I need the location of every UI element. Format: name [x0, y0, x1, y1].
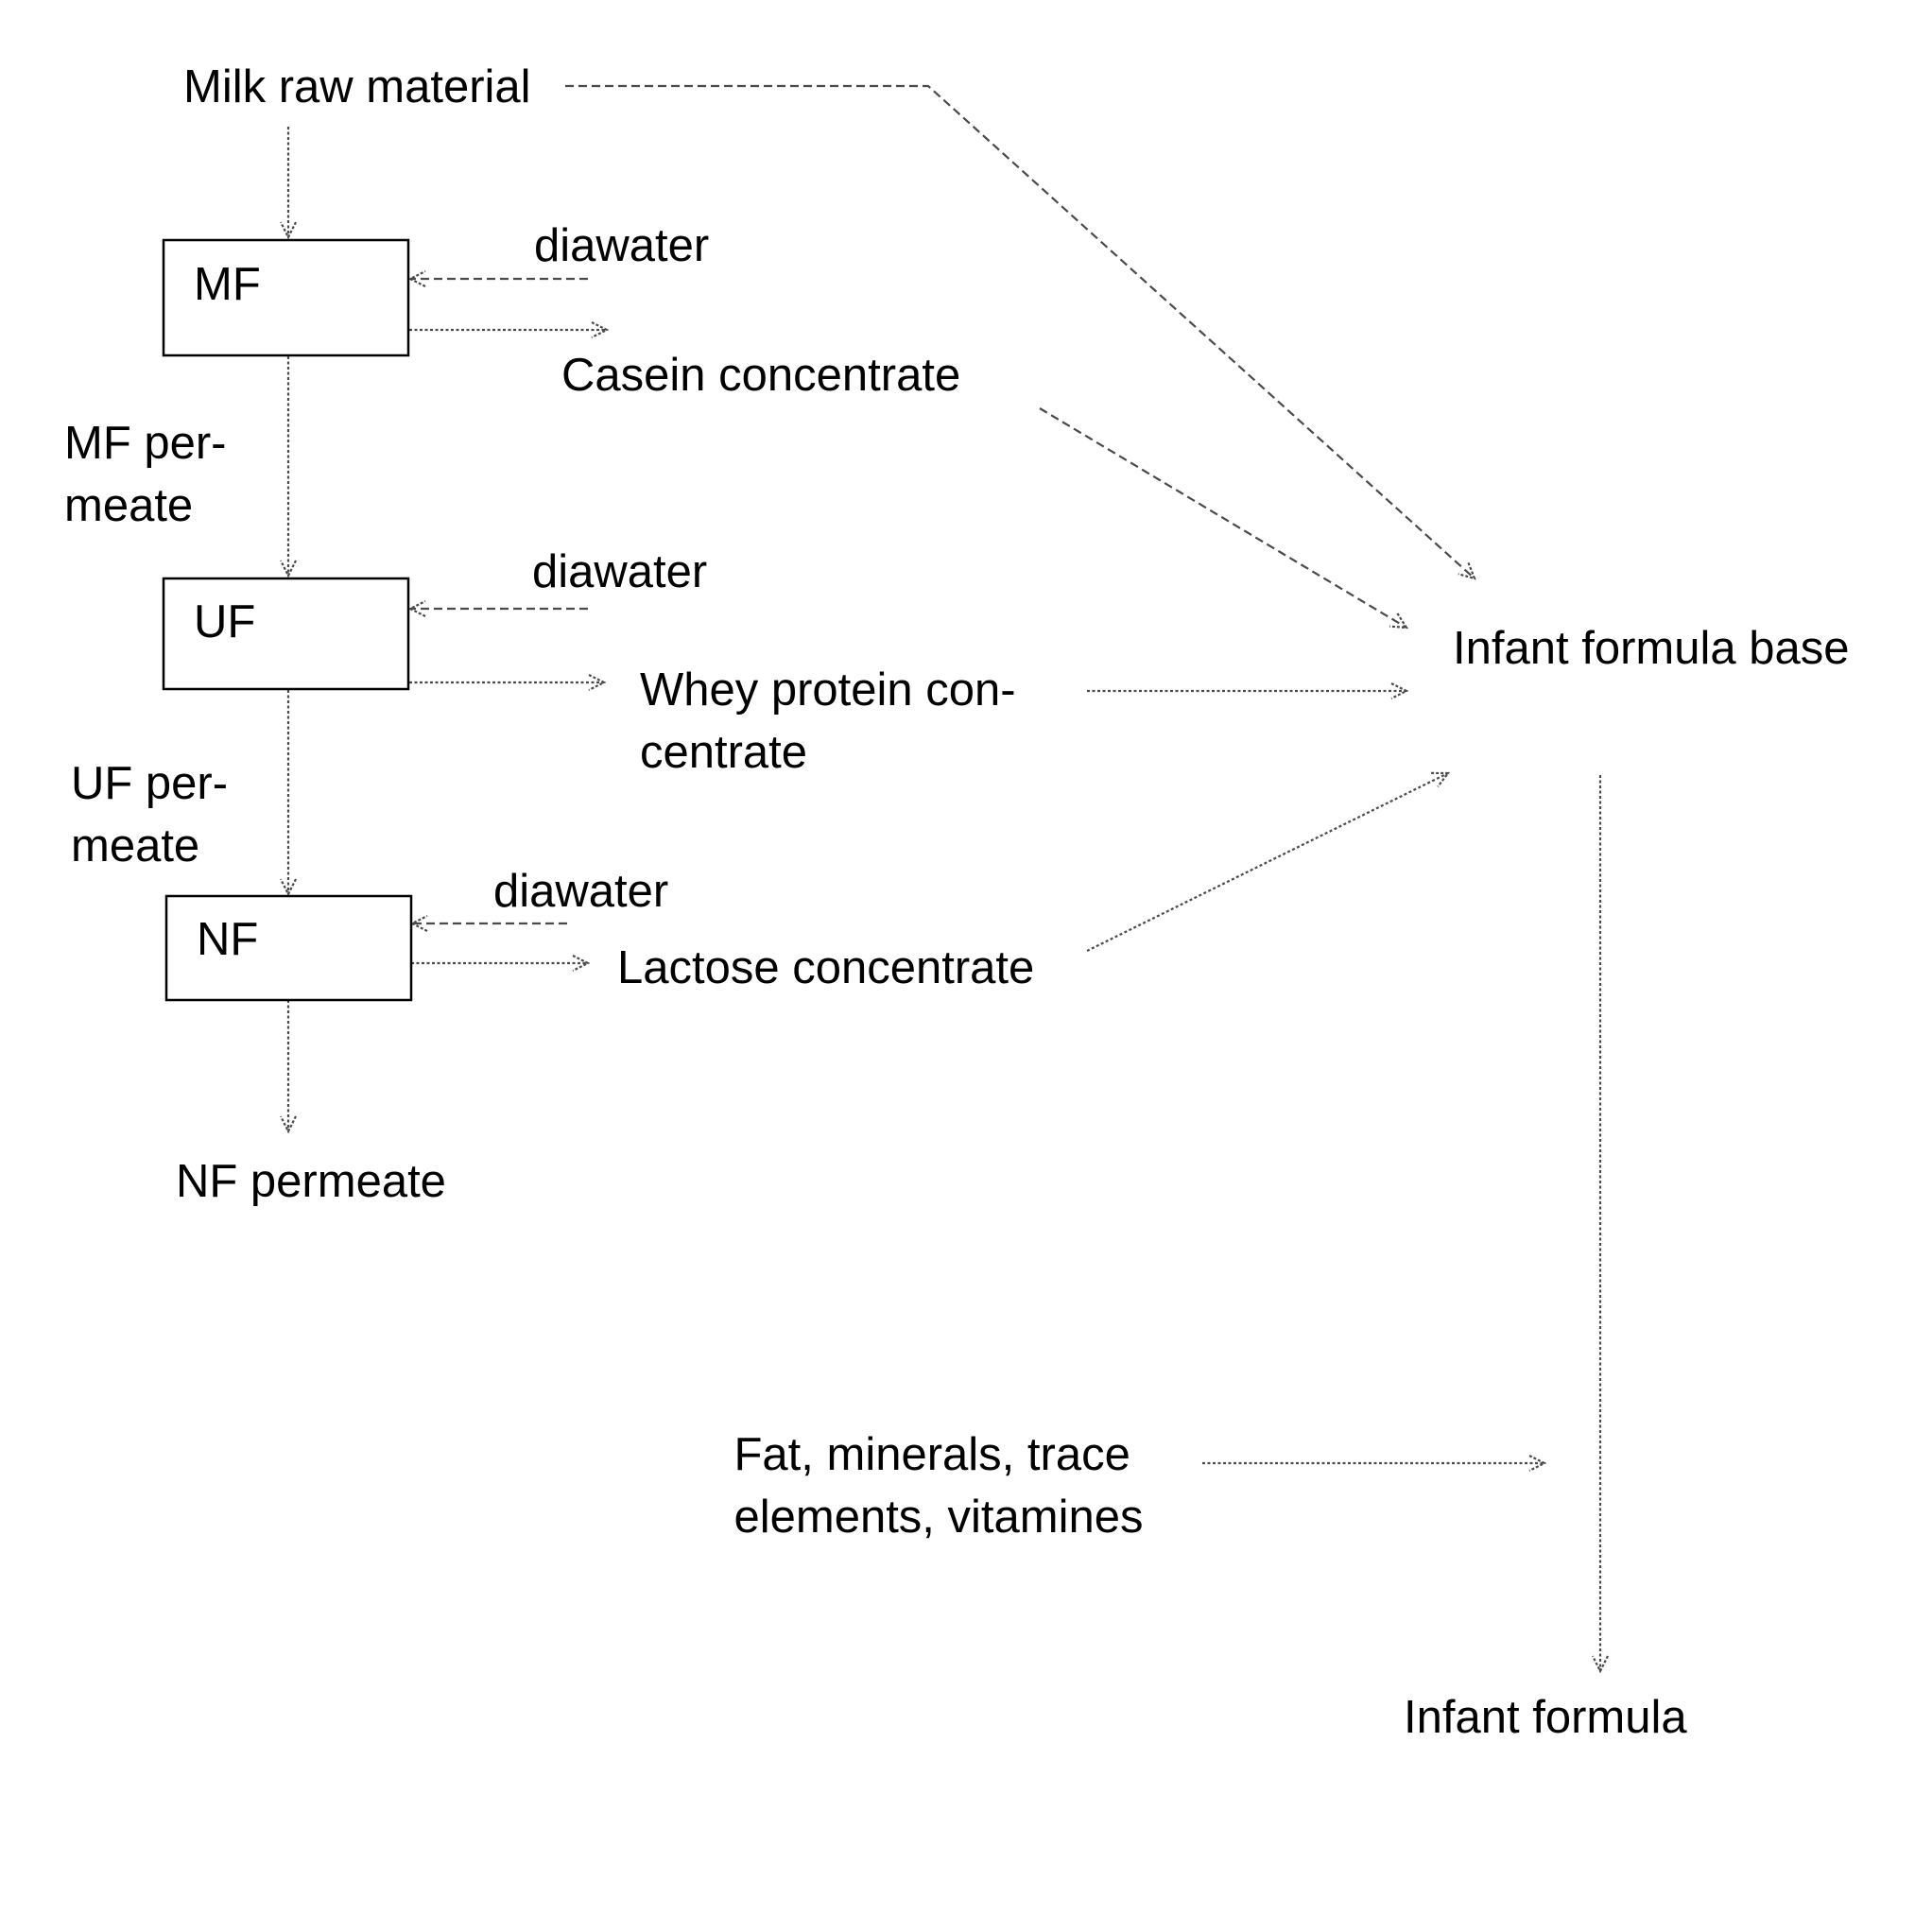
diawater-uf-label: diawater: [532, 546, 707, 597]
edge-lactose-to-formula-base: [1087, 773, 1448, 951]
mf-permeate-line-2: meate: [64, 480, 193, 531]
milk-raw-material-label: Milk raw material: [183, 61, 531, 112]
node-uf: UF: [164, 578, 408, 689]
infant-formula-label: Infant formula: [1404, 1692, 1687, 1743]
infant-formula-base-label: Infant formula base: [1453, 623, 1849, 674]
nf-label: NF: [197, 914, 258, 965]
mf-permeate-label: MF per- meate: [64, 418, 239, 531]
edge-milk-to-formula-base: [565, 86, 1475, 578]
diawater-nf-label: diawater: [493, 866, 668, 917]
whey-protein-concentrate-label: Whey protein con- centrate: [640, 664, 1028, 778]
additives-line-1: Fat, minerals, trace: [734, 1429, 1130, 1480]
diawater-mf-label: diawater: [534, 220, 709, 271]
additives-line-2: elements, vitamines: [733, 1492, 1143, 1543]
casein-concentrate-label: Casein concentrate: [561, 350, 960, 401]
nf-permeate-label: NF permeate: [176, 1156, 446, 1207]
whey-protein-line-1: Whey protein con-: [640, 664, 1016, 716]
whey-protein-line-2: centrate: [640, 727, 807, 778]
node-nf: NF: [166, 896, 411, 1000]
mf-permeate-line-1: MF per-: [64, 418, 227, 469]
node-mf: MF: [164, 240, 408, 355]
lactose-concentrate-label: Lactose concentrate: [617, 942, 1034, 993]
mf-label: MF: [194, 259, 261, 310]
uf-permeate-line-1: UF per-: [71, 758, 228, 809]
additives-label: Fat, minerals, trace elements, vitamines: [733, 1429, 1143, 1543]
uf-permeate-line-2: meate: [71, 820, 199, 871]
edge-casein-to-formula-base: [1040, 408, 1406, 628]
uf-permeate-label: UF per- meate: [71, 758, 241, 871]
uf-label: UF: [194, 596, 255, 647]
